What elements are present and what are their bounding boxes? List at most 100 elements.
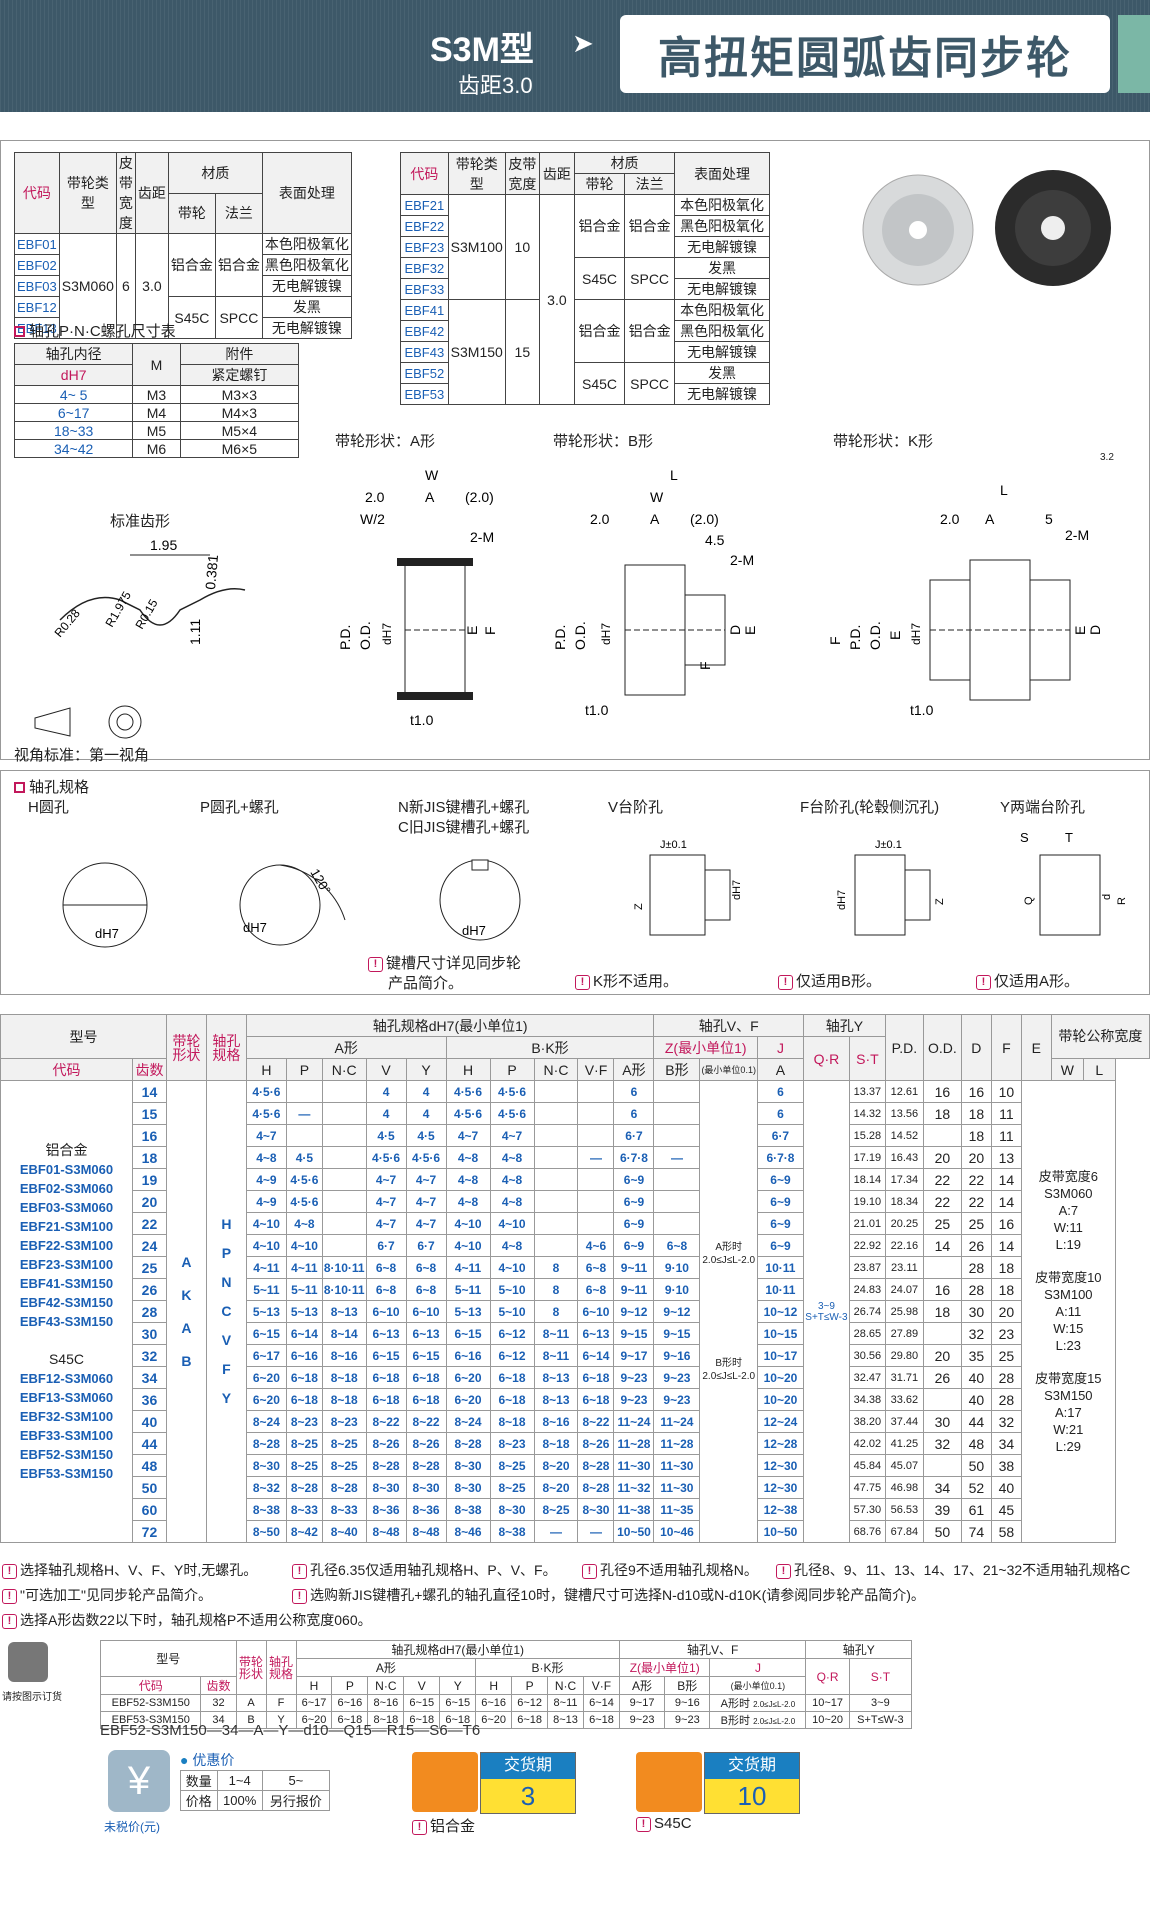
value-cell: 6~14 xyxy=(577,1344,615,1367)
teeth-cell: 22 xyxy=(131,1212,167,1235)
value-cell: 6~17 xyxy=(245,1344,287,1367)
product-photo xyxy=(848,150,1138,300)
value-cell: 4~7 xyxy=(405,1168,447,1191)
model-code: EBF52-S3M150 xyxy=(19,1446,114,1462)
dim-45: 4.5 xyxy=(705,532,725,548)
value-cell xyxy=(653,1212,701,1235)
dim-cell: 18 xyxy=(990,1278,1022,1301)
code-cell: EBF23 xyxy=(400,236,449,258)
note-5: !"可选加工"见同步轮产品简介。 xyxy=(2,1585,212,1605)
th-a-shape: A形 xyxy=(245,1036,447,1059)
dim-cell: 50 xyxy=(960,1454,992,1477)
dim-cell: 34 xyxy=(922,1476,962,1499)
surface-cell: 黑色阳极氧化 xyxy=(261,254,352,276)
value-cell: 8~38 xyxy=(489,1520,535,1543)
price-v2: 另行报价 xyxy=(261,1790,331,1811)
dim-cell: 56.53 xyxy=(884,1498,924,1521)
value-cell: 6 xyxy=(613,1102,655,1125)
dim-cell: 44 xyxy=(960,1410,992,1433)
dim-cell: 28 xyxy=(990,1366,1022,1389)
bore-f-drawing: J±0.1 dH7 Z xyxy=(836,839,946,936)
value-cell: 6 xyxy=(613,1080,655,1103)
dim-cell: 21.01 xyxy=(848,1212,886,1235)
value-cell xyxy=(533,1102,579,1125)
mat-cell: S45C xyxy=(573,257,626,300)
th-col: N·C xyxy=(321,1058,367,1081)
dim-cell: 34 xyxy=(990,1432,1022,1455)
belt-width-text: L:29 xyxy=(1055,1439,1081,1454)
cell: 10~17 xyxy=(805,1694,850,1712)
value-cell: 8~40 xyxy=(321,1520,367,1543)
dim-pd: P.D. xyxy=(337,625,353,650)
value-cell: 6~15 xyxy=(245,1322,287,1345)
black-bore xyxy=(1041,216,1065,240)
bore-h-drawing: dH7 xyxy=(62,862,148,948)
value-cell: 5~11 xyxy=(245,1278,287,1301)
value-cell: 6·7 xyxy=(613,1124,655,1147)
price-q2: 5~ xyxy=(261,1770,331,1791)
type-cell: S3M100 xyxy=(447,194,506,300)
value-cell: 9~11 xyxy=(613,1256,655,1279)
value-cell: — xyxy=(577,1520,615,1543)
th-col: H xyxy=(295,1676,333,1695)
value-cell xyxy=(533,1190,579,1213)
spec-f-label: F台阶孔(轮毂侧沉孔) xyxy=(800,799,940,816)
dim-cell: 45.84 xyxy=(848,1454,886,1477)
dim-cell: 31.71 xyxy=(884,1366,924,1389)
dim-cell: 16 xyxy=(922,1278,962,1301)
model-code: EBF01-S3M060 xyxy=(19,1161,114,1177)
dim-p2: (2.0) xyxy=(690,511,719,527)
dim-cell: 38 xyxy=(990,1454,1022,1477)
flange-bottom xyxy=(397,692,473,700)
dim-od: O.D. xyxy=(357,621,373,650)
price-label: 价格 xyxy=(180,1790,218,1811)
delivery-days: 10 xyxy=(705,1779,799,1813)
value-cell: 4~8 xyxy=(445,1190,491,1213)
value-cell: 8~36 xyxy=(365,1498,407,1521)
th-material: 材质 xyxy=(573,152,676,174)
dim-cell: 23.87 xyxy=(848,1256,886,1279)
width-cell: 10 xyxy=(504,194,540,300)
value-cell xyxy=(533,1234,579,1257)
th-jm: (最小单位0.1) xyxy=(709,1676,807,1695)
value-cell: 4~8 xyxy=(489,1234,535,1257)
th-m: M xyxy=(132,343,181,386)
belt-width-text: L:23 xyxy=(1055,1338,1081,1353)
teeth-cell: 48 xyxy=(131,1454,167,1477)
value-cell: 4 xyxy=(405,1080,447,1103)
th-flange: 法兰 xyxy=(624,173,676,195)
model-code: EBF22-S3M100 xyxy=(19,1237,114,1253)
value-cell: 6~8 xyxy=(577,1256,615,1279)
qr-cell: 10·11 xyxy=(756,1278,804,1301)
dim-a: A xyxy=(650,511,660,527)
value-cell: 6~8 xyxy=(405,1278,447,1301)
code-cell: EBF33 xyxy=(400,278,449,300)
value-cell: 8~25 xyxy=(321,1432,367,1455)
th-material: 材质 xyxy=(167,152,263,194)
qr-cell: 6 xyxy=(756,1102,804,1125)
th-col: P xyxy=(489,1058,535,1081)
value-cell xyxy=(533,1146,579,1169)
keyway xyxy=(471,859,489,871)
cell: 6~18 xyxy=(583,1711,620,1729)
dim-cell: 26.74 xyxy=(848,1300,886,1323)
dim-cell: 12.61 xyxy=(884,1080,924,1103)
value-cell: 6~18 xyxy=(285,1366,323,1389)
th-col: A形 xyxy=(618,1676,666,1695)
order-example: EBF52-S3M150—34—A—Y—d10—Q15—R15—S6—T6 xyxy=(100,1722,481,1739)
value-cell: 8~28 xyxy=(405,1454,447,1477)
th-col: P xyxy=(285,1058,323,1081)
value-cell: 6·7·8 xyxy=(613,1146,655,1169)
value-cell: 8~30 xyxy=(445,1476,491,1499)
dim-cell: 11 xyxy=(990,1124,1022,1147)
spec-y-label: Y两端台阶孔 xyxy=(1000,799,1086,816)
dim-cell: 74 xyxy=(960,1520,992,1543)
circle-outer xyxy=(108,705,142,739)
value-cell: 8·10·11 xyxy=(321,1256,367,1279)
